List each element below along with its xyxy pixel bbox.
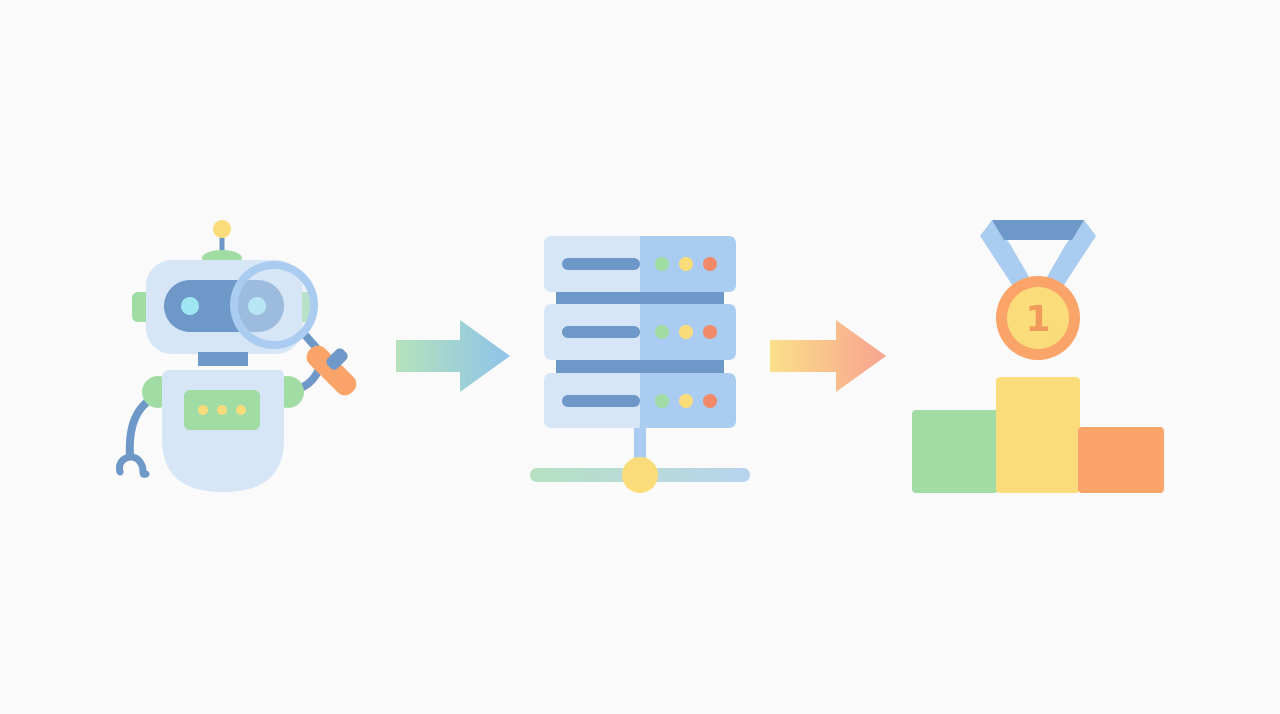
server-band-2	[556, 357, 724, 373]
server-stack-icon	[530, 236, 750, 493]
status-led-red	[703, 394, 717, 408]
server-unit-1	[544, 236, 736, 292]
chest-light-3	[236, 405, 246, 415]
robot-body	[162, 370, 284, 492]
arrow-right-icon	[770, 320, 886, 392]
status-led-red	[703, 257, 717, 271]
network-stem	[634, 428, 646, 462]
podium-second-place	[912, 410, 998, 493]
status-led-yellow	[679, 394, 693, 408]
magnifier-lens	[230, 261, 318, 349]
right-eye	[248, 297, 266, 315]
chest-light-1	[198, 405, 208, 415]
status-led-green	[655, 394, 669, 408]
server-slot	[562, 258, 640, 270]
medal-rank-label: 1	[1025, 299, 1050, 340]
medal-podium-icon: 1	[912, 220, 1164, 493]
magnifying-glass-icon	[230, 261, 357, 396]
magnifier-grip	[326, 348, 348, 370]
server-slot	[562, 326, 640, 338]
robot-visor	[164, 280, 284, 332]
medal-inner	[1007, 287, 1069, 349]
chest-light-2	[217, 405, 227, 415]
status-led-green	[655, 257, 669, 271]
network-node	[622, 457, 658, 493]
server-slot	[562, 395, 640, 407]
magnifier-handle	[306, 345, 357, 396]
robot-neck	[198, 352, 248, 366]
status-led-green	[655, 325, 669, 339]
server-unit-3	[544, 373, 736, 428]
server-unit-2	[544, 304, 736, 360]
server-band-1	[556, 289, 724, 305]
status-led-red	[703, 325, 717, 339]
antenna-bulb	[213, 220, 231, 238]
left-eye	[181, 297, 199, 315]
podium-third-place	[1078, 427, 1164, 493]
status-led-yellow	[679, 257, 693, 271]
status-led-yellow	[679, 325, 693, 339]
left-claw	[115, 453, 150, 478]
robot-with-magnifier-icon	[115, 220, 357, 492]
podium-first-place	[996, 377, 1080, 493]
arrow-right-icon	[396, 320, 510, 392]
